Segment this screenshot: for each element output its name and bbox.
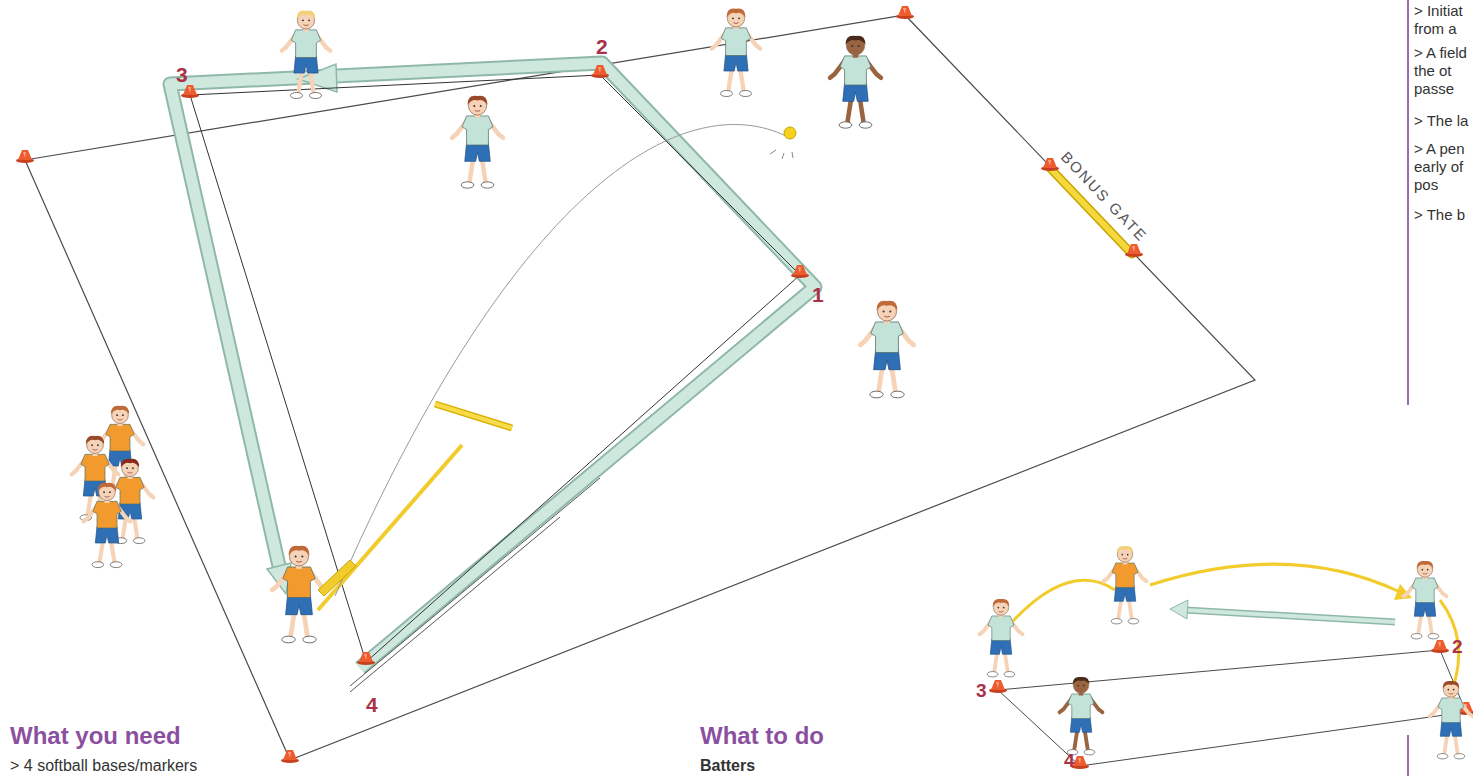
- ball: [784, 127, 796, 139]
- throw-path: [1012, 580, 1115, 622]
- runner: [1104, 546, 1147, 624]
- base-number: 4: [1064, 750, 1075, 773]
- base-number: 2: [1452, 636, 1463, 659]
- cone: [281, 750, 299, 763]
- subheading: Batters: [700, 756, 755, 775]
- base-number: 3: [976, 680, 987, 703]
- gate-label: BONUS GATE: [1057, 148, 1151, 246]
- fielder: [1430, 681, 1473, 759]
- cone: [1041, 158, 1059, 171]
- fielder: [1060, 677, 1103, 755]
- motion-marks: [770, 150, 793, 159]
- fielder: [980, 599, 1023, 677]
- inset-background: [965, 560, 1473, 776]
- ball-path: [335, 124, 786, 596]
- sidebar-rule: [1407, 0, 1409, 405]
- cone: [791, 265, 809, 278]
- waiting-batter: [84, 483, 131, 568]
- cone: [357, 652, 375, 665]
- sidebar-note: > The la: [1414, 112, 1472, 130]
- section-heading: What you need: [10, 722, 181, 751]
- running-route-edge: [170, 63, 815, 668]
- cone: [1125, 244, 1143, 257]
- cone: [989, 680, 1007, 693]
- fielder: [282, 11, 330, 99]
- sidebar-rule: [1407, 735, 1409, 776]
- section-heading: What to do: [700, 722, 824, 751]
- inset-square: [998, 650, 1466, 766]
- route-line: [350, 478, 600, 686]
- base-number: 3: [176, 62, 188, 87]
- run-arrow: [1185, 610, 1395, 622]
- fielder: [830, 36, 881, 129]
- crease-outline: [435, 404, 512, 428]
- sidebar-note: > The b: [1414, 206, 1472, 224]
- list-item: > 4 softball bases/markers: [10, 756, 197, 775]
- cone: [181, 85, 199, 98]
- bowler: [452, 96, 503, 189]
- cone: [896, 6, 914, 19]
- base-number: 1: [812, 282, 824, 307]
- route-line: [350, 517, 560, 692]
- cone: [1431, 640, 1449, 653]
- base-square: [190, 75, 800, 662]
- base-number: 2: [596, 34, 608, 59]
- run-arrowhead: [1170, 600, 1188, 619]
- run-arrow: [1185, 610, 1395, 622]
- crease-marker: [435, 404, 512, 428]
- fielder: [860, 301, 913, 398]
- fielder: [1404, 561, 1447, 639]
- throw-path: [1150, 564, 1400, 592]
- cone: [16, 150, 34, 163]
- bat: [318, 560, 356, 596]
- sidebar-note: > Initiat from a: [1414, 2, 1472, 38]
- sidebar-note: > A pen early of pos: [1414, 140, 1472, 194]
- fielder: [712, 9, 760, 97]
- running-route: [170, 63, 815, 668]
- base-number: 4: [366, 692, 378, 717]
- cone: [591, 65, 609, 78]
- sidebar-note: > A field the ot passe: [1414, 44, 1472, 98]
- batter: [272, 546, 325, 643]
